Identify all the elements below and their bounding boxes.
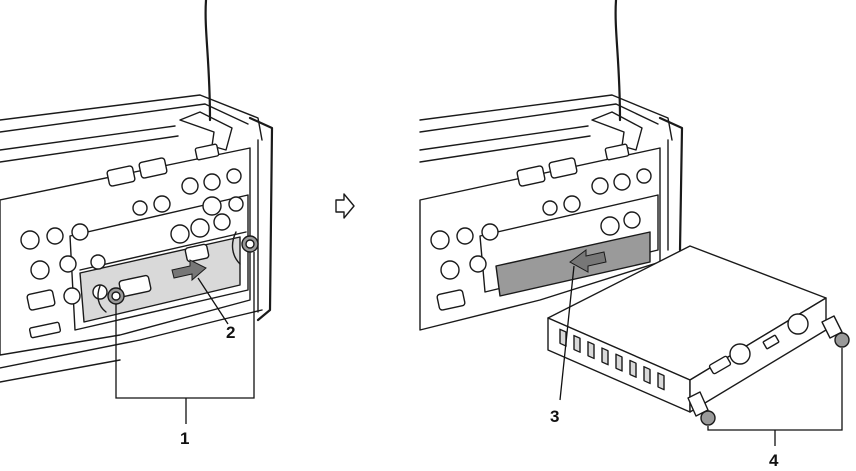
left-round-connectors [20, 223, 89, 339]
left-side-wall [248, 116, 274, 322]
callout-3-label: 3 [550, 407, 559, 426]
card-vent-slots [559, 328, 665, 391]
right-insert-arrow [569, 249, 607, 273]
right-top-connectors [516, 143, 652, 236]
callout-3-leader: 3 [550, 265, 575, 426]
left-top-connectors [106, 143, 244, 216]
callout-2-label: 2 [226, 323, 235, 342]
callout-1-leader: 1 [115, 252, 255, 448]
left-top-handle [179, 111, 233, 151]
left-device-illustration [0, 0, 274, 383]
left-screw-left [97, 285, 125, 313]
callout-4-leader: 4 [707, 348, 843, 470]
left-screw-right [231, 231, 259, 265]
callout-2-leader: 2 [197, 277, 235, 342]
left-cable [204, 0, 212, 122]
left-pullout-arrow [171, 259, 207, 282]
right-arrow-outline-icon [335, 193, 355, 219]
callout-1-label: 1 [180, 429, 189, 448]
right-device-illustration [419, 0, 850, 426]
removed-card-module [547, 245, 850, 426]
left-top-surface [0, 94, 263, 141]
card-screw-rear [821, 315, 850, 348]
callout-4-label: 4 [769, 451, 779, 470]
right-cable [614, 0, 622, 122]
card-screw-front [687, 391, 716, 426]
right-round-connectors [430, 223, 499, 311]
left-card-connectors [90, 213, 231, 300]
